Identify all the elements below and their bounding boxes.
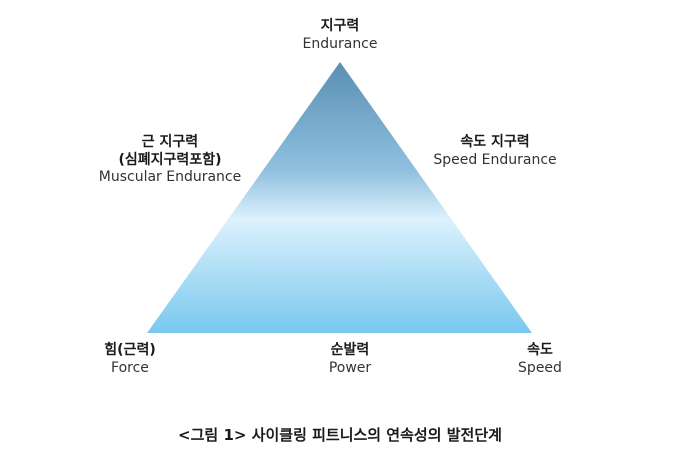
muscular-endurance-korean: 근 지구력 [141, 134, 199, 150]
speed-endurance-korean: 속도 지구력 [460, 134, 530, 150]
endurance-korean: 지구력 [320, 18, 360, 34]
power-english: Power [328, 359, 372, 376]
vertex-label-force: 힘(근력) Force [70, 342, 190, 377]
figure-caption: <그림 1> 사이클링 피트니스의 연속성의 발전단계 [178, 426, 502, 444]
force-english: Force [111, 359, 149, 376]
muscular-endurance-korean-sub: (심폐지구력포함) [118, 151, 222, 168]
edge-label-power: 순발력 Power [290, 342, 410, 377]
power-korean: 순발력 [330, 342, 370, 358]
edge-label-muscular-endurance: 근 지구력 (심폐지구력포함) Muscular Endurance [60, 134, 280, 187]
force-korean: 힘(근력) [104, 342, 156, 358]
fitness-triangle [147, 62, 532, 333]
vertex-label-endurance: 지구력 Endurance [240, 18, 440, 53]
speed-english: Speed [518, 359, 562, 376]
edge-label-speed-endurance: 속도 지구력 Speed Endurance [395, 134, 595, 169]
endurance-english: Endurance [302, 35, 378, 52]
speed-endurance-english: Speed Endurance [433, 151, 557, 168]
speed-korean: 속도 [527, 342, 553, 358]
muscular-endurance-english: Muscular Endurance [98, 169, 242, 185]
vertex-label-speed: 속도 Speed [480, 342, 600, 377]
